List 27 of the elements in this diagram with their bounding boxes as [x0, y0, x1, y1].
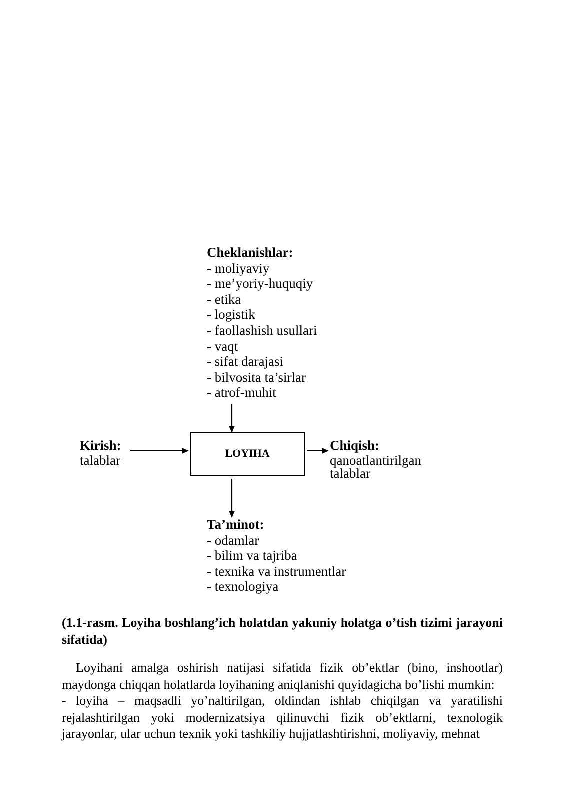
heading: Ta’minot: [207, 517, 266, 533]
text-label: talablar [80, 454, 122, 467]
list-item: - vaqt [207, 338, 240, 354]
arrow [307, 448, 329, 454]
paragraph: - loyiha – maqsadli yo’naltirilgan, oldindan ishlab chiqilgan va yaratilishi rejalashtirilgan yoki modernizatsiya qilinuvchi fizik ob’ektlarni, texnologik jarayonlar, ular uchun texnik yoki tashkiliy hujjatlashtirishni, moliyaviy, mehnat [62, 693, 503, 742]
paragraph: Loyihani amalga oshirish natijasi sifatida fizik ob’ektlar (bino, inshootlar) maydonga chiqqan holatlarda loyihaning aniqlanishi quyidagicha bo’lishi mumkin: [62, 660, 503, 693]
heading: Chiqish: [330, 438, 381, 454]
list-item: - me’yoriy-huquqiy [207, 276, 314, 292]
arrow [229, 404, 235, 433]
list-item: - faollashish usullari [207, 322, 318, 339]
list-item: - texnika va instrumentlar [207, 564, 346, 580]
figure-caption: (1.1-rasm. Loyiha boshlang’ich holatdan yakuniy holatga o’tish tizimi jarayoni sifatida) [62, 614, 503, 648]
list-item: - bilim va tajriba [207, 548, 298, 564]
list-item: - atrof-muhit [207, 385, 278, 401]
list-item: - bilvosita ta’sirlar [207, 370, 307, 386]
list-item: - odamlar [207, 532, 260, 548]
process-box: LOYIHA [190, 432, 305, 476]
arrow [229, 479, 235, 518]
heading: Kirish: [80, 438, 122, 454]
list-item: - sifat darajasi [207, 354, 284, 370]
text-label: qanoatlantirilgan talablar [330, 454, 422, 480]
list-item: - etika [207, 292, 242, 308]
list-item: - logistik [207, 307, 256, 323]
arrow [130, 448, 189, 454]
heading: Cheklanishlar: [207, 245, 294, 261]
list-item: - texnologiya [207, 579, 280, 595]
list-item: - moliyaviy [207, 260, 271, 276]
